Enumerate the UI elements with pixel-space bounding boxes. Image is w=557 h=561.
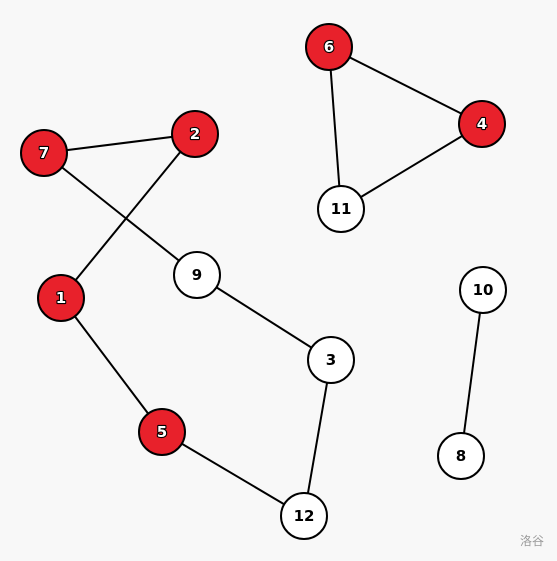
node-7: 7 [20,129,68,177]
node-10: 10 [459,266,507,314]
node-label-3: 3 [326,351,336,369]
node-circle-7 [20,129,68,177]
node-label-2: 2 [190,125,200,143]
node-label-8: 8 [456,447,466,465]
edge-7-2 [43,133,196,154]
node-circle-6 [305,23,353,71]
node-circle-5 [138,408,186,456]
node-circle-1 [37,274,85,322]
node-label-4: 4 [477,115,487,133]
node-8: 8 [437,432,485,480]
edges-layer [43,46,484,517]
edge-2-1 [60,133,196,299]
edge-1-5 [60,297,163,433]
node-5: 5 [138,408,186,456]
node-label-12: 12 [294,507,315,525]
node-circle-4 [458,100,506,148]
node-1: 1 [37,274,85,322]
edge-7-9 [43,152,198,276]
node-circle-9 [173,251,221,299]
node-label-1: 1 [56,289,66,307]
edge-10-8 [460,289,484,457]
node-label-7: 7 [39,144,49,162]
node-9: 9 [173,251,221,299]
node-6: 6 [305,23,353,71]
edge-11-4 [340,123,483,210]
node-label-5: 5 [157,423,167,441]
node-3: 3 [307,336,355,384]
node-11: 11 [317,185,365,233]
watermark-text: 洛谷 [519,534,544,548]
node-label-9: 9 [192,266,202,284]
edge-5-12 [161,431,305,517]
node-label-11: 11 [331,200,352,218]
node-2: 2 [171,110,219,158]
node-12: 12 [280,492,328,540]
node-label-10: 10 [473,281,494,299]
node-circle-12 [280,492,328,540]
edge-3-12 [303,359,332,517]
node-circle-2 [171,110,219,158]
edge-9-3 [196,274,332,361]
node-4: 4 [458,100,506,148]
edge-6-4 [328,46,483,125]
node-circle-11 [317,185,365,233]
node-circle-10 [459,266,507,314]
edge-6-11 [328,46,342,210]
node-label-6: 6 [324,38,334,56]
node-circle-8 [437,432,485,480]
node-circle-3 [307,336,355,384]
